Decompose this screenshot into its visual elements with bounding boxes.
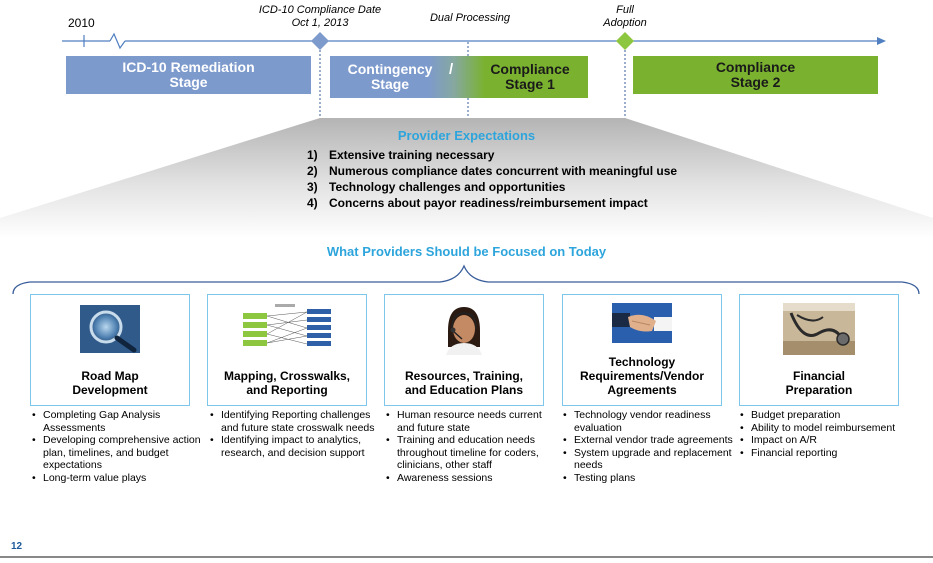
mapping-card: Mapping, Crosswalks, and Reporting [207, 294, 367, 406]
compliance-stage2-box: Compliance Stage 2 [633, 56, 878, 94]
expectation-item: 2) Numerous compliance dates concurrent w… [307, 163, 677, 179]
timeline-year-label: 2010 [68, 16, 95, 30]
expectation-number: 3) [307, 180, 318, 194]
expectation-text: Concerns about payor readiness/reimburse… [329, 196, 648, 210]
list-item: External vendor trade agreements [563, 434, 733, 447]
card-title-line: Road Map [81, 369, 139, 383]
financial-bullets: Budget preparation Ability to model reim… [740, 409, 920, 459]
full-adoption-line1: Full [616, 4, 634, 16]
list-item: Long-term value plays [32, 472, 202, 485]
resources-card-title: Resources, Training, and Education Plans [385, 369, 543, 397]
resources-card: Resources, Training, and Education Plans [384, 294, 544, 406]
card-title-line: Resources, Training, [404, 369, 524, 383]
focus-title: What Providers Should be Focused on Toda… [326, 244, 607, 259]
expectation-item: 3) Technology challenges and opportunitie… [307, 179, 677, 195]
expectation-item: 1) Extensive training necessary [307, 147, 677, 163]
page-number: 12 [11, 541, 23, 552]
list-item: Ability to model reimbursement [740, 422, 920, 435]
mapping-card-title: Mapping, Crosswalks, and Reporting [208, 369, 366, 397]
list-item: Completing Gap Analysis Assessments [32, 409, 202, 434]
dual-processing-label: Dual Processing [429, 12, 511, 24]
card-title-line: Agreements [607, 383, 677, 397]
compliance-date-line2: Oct 1, 2013 [291, 17, 349, 29]
compliance-stage1-label: Compliance Stage 1 [475, 62, 585, 92]
footer-divider [0, 556, 933, 558]
list-item: Budget preparation [740, 409, 920, 422]
timeline-arrowhead [877, 37, 886, 45]
list-item: Human resource needs current and future … [386, 409, 558, 434]
list-item: System upgrade and replacement needs [563, 447, 733, 472]
compliance-stage2-line1: Compliance [715, 59, 796, 75]
card-title-line: Financial [792, 369, 845, 383]
list-item: Technology vendor readiness evaluation [563, 409, 733, 434]
compliance-date-milestone [311, 32, 329, 50]
card-title-line: and Reporting [246, 383, 328, 397]
list-item: Developing comprehensive action plan, ti… [32, 434, 202, 472]
remediation-stage-line2: Stage [169, 74, 208, 90]
headset-person-image-icon [446, 307, 482, 355]
timeline-break [109, 32, 126, 50]
magnifier-image-icon [80, 305, 140, 353]
list-item: Training and education needs throughout … [386, 434, 558, 472]
card-title-line: Requirements/Vendor [579, 369, 705, 383]
handshake-image-icon [612, 303, 672, 343]
contingency-stage-line1: Contingency [347, 61, 433, 77]
provider-expectations-list: 1) Extensive training necessary 2) Numerou… [307, 147, 677, 211]
stage-separator: / [449, 61, 454, 78]
compliance-date-line1: ICD-10 Compliance Date [258, 4, 382, 16]
roadmap-bullets: Completing Gap Analysis Assessments Deve… [32, 409, 202, 484]
list-item: Impact on A/R [740, 434, 920, 447]
expectation-number: 4) [307, 196, 318, 210]
compliance-stage1-line1: Compliance [490, 61, 570, 77]
full-adoption-line2: Adoption [603, 17, 647, 29]
technology-card: Technology Requirements/Vendor Agreement… [562, 294, 722, 406]
card-title-line: Preparation [785, 383, 853, 397]
expectation-text: Extensive training necessary [329, 148, 495, 162]
card-title-line: Mapping, Crosswalks, [223, 369, 351, 383]
expectations-spotlight [0, 118, 933, 238]
provider-expectations-title: Provider Expectations [397, 128, 536, 143]
contingency-stage-label: Contingency Stage [340, 62, 440, 92]
technology-bullets: Technology vendor readiness evaluation E… [563, 409, 733, 484]
focus-brace [12, 264, 920, 295]
stethoscope-image-icon [783, 303, 855, 355]
compliance-stage2-line2: Stage 2 [730, 74, 781, 90]
roadmap-card: Road Map Development [30, 294, 190, 406]
compliance-date-label: ICD-10 Compliance Date Oct 1, 2013 [240, 4, 400, 30]
full-adoption-label: Full Adoption [575, 4, 675, 30]
list-item: Financial reporting [740, 447, 920, 460]
contingency-stage-line2: Stage [370, 76, 410, 92]
expectation-text: Numerous compliance dates concurrent wit… [329, 164, 678, 178]
expectation-text: Technology challenges and opportunities [329, 180, 566, 194]
list-item: Identifying Reporting challenges and fut… [210, 409, 380, 434]
roadmap-card-title: Road Map Development [31, 369, 189, 397]
mapping-bullets: Identifying Reporting challenges and fut… [210, 409, 380, 459]
card-title-line: Technology [608, 355, 676, 369]
card-title-line: and Education Plans [404, 383, 524, 397]
financial-card: Financial Preparation [739, 294, 899, 406]
financial-card-title: Financial Preparation [740, 369, 898, 397]
technology-card-title: Technology Requirements/Vendor Agreement… [563, 355, 721, 397]
timeline-graphic [62, 32, 886, 119]
list-item: Identifying impact to analytics, researc… [210, 434, 380, 459]
compliance-stage1-line2: Stage 1 [505, 76, 555, 92]
contingency-compliance1-stage-box: Contingency Stage / Compliance Stage 1 [330, 56, 588, 98]
expectation-number: 1) [307, 148, 318, 162]
crosswalk-diagram-image-icon [243, 304, 331, 346]
card-title-line: Development [72, 383, 148, 397]
expectation-number: 2) [307, 164, 318, 178]
remediation-stage-box: ICD-10 Remediation Stage [66, 56, 311, 94]
remediation-stage-line1: ICD-10 Remediation [122, 59, 255, 75]
list-item: Awareness sessions [386, 472, 558, 485]
full-adoption-milestone [616, 32, 634, 50]
expectation-item: 4) Concerns about payor readiness/reimbur… [307, 195, 677, 211]
list-item: Testing plans [563, 472, 733, 485]
resources-bullets: Human resource needs current and future … [386, 409, 558, 484]
